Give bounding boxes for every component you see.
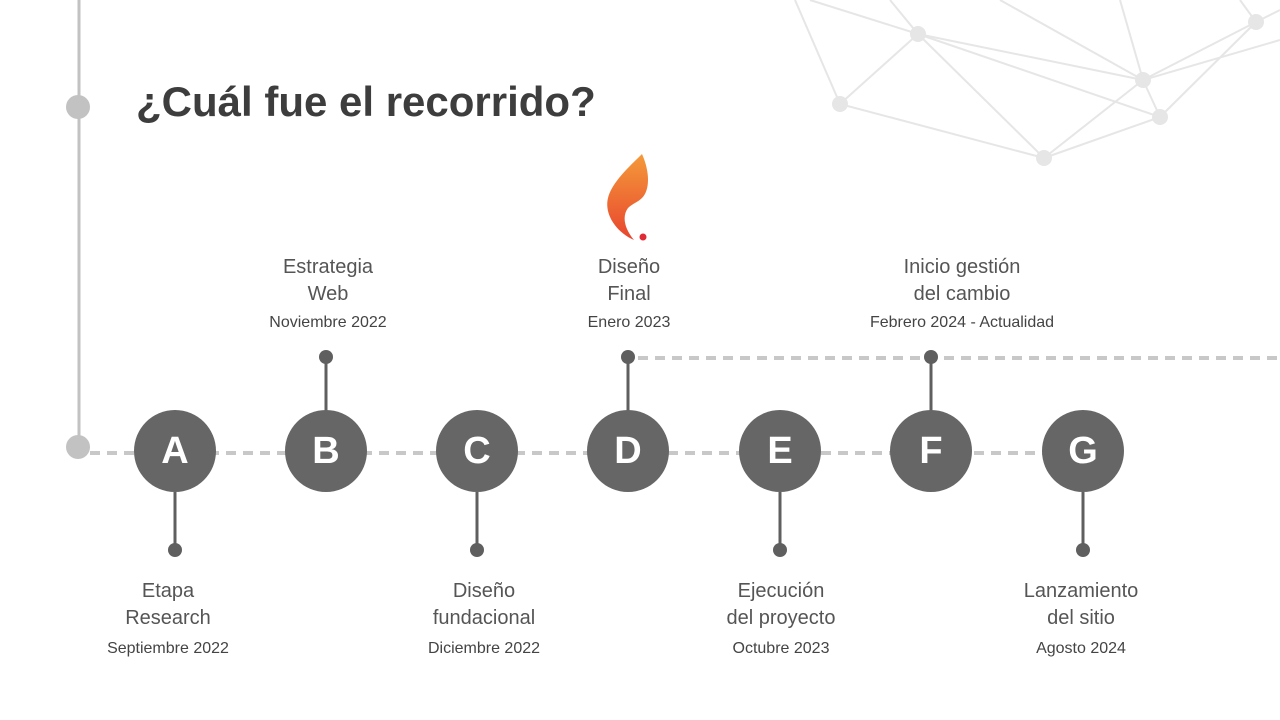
rail-dot-timeline (66, 435, 90, 459)
flame-logo-icon (607, 154, 648, 241)
timeline-node-c: C (436, 410, 518, 492)
connector-dot-g (1076, 543, 1090, 557)
connectors (168, 350, 1090, 557)
milestone-date: Diciembre 2022 (427, 640, 541, 657)
connector-dot-b (319, 350, 333, 364)
connector-dot-e (773, 543, 787, 557)
milestone-date: Agosto 2024 (1036, 640, 1126, 657)
timeline-node-e: E (739, 410, 821, 492)
milestone-date: Septiembre 2022 (107, 640, 229, 657)
connector-dot-a (168, 543, 182, 557)
timeline-node-d: D (587, 410, 669, 492)
connector-dot-f (924, 350, 938, 364)
network-decoration (794, 0, 1280, 159)
page-title: ¿Cuál fue el recorrido? (136, 78, 596, 125)
timeline-node-g: G (1042, 410, 1124, 492)
rail-dot-title (66, 95, 90, 119)
connector-dot-d (621, 350, 635, 364)
milestone-date: Febrero 2024 - Actualidad (869, 314, 1055, 331)
milestone-date: Noviembre 2022 (269, 314, 387, 331)
milestone-date: Enero 2023 (587, 314, 671, 331)
connector-dot-c (470, 543, 484, 557)
milestone-date: Octubre 2023 (732, 640, 830, 657)
network-nodes (832, 14, 1264, 166)
timeline-node-b: B (285, 410, 367, 492)
timeline-node-f: F (890, 410, 972, 492)
timeline-node-a: A (134, 410, 216, 492)
